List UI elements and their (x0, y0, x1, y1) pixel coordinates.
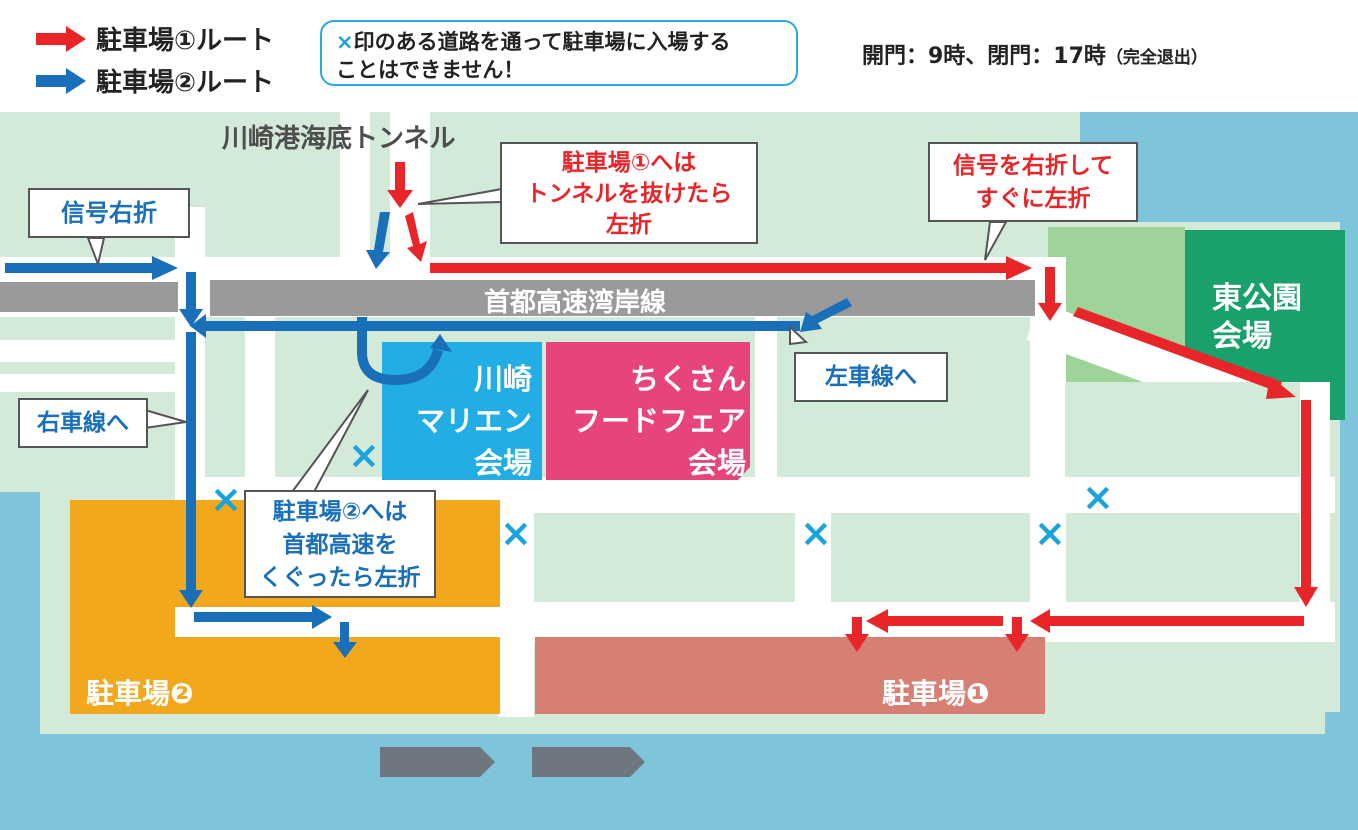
ship-2 (532, 747, 645, 777)
red-arrow-icon (36, 25, 86, 52)
parking2-label: 駐車場❷ (86, 677, 194, 710)
route2-path (5, 212, 852, 658)
ue-text-3b: 左折 (374, 565, 421, 591)
callout-right-lane: 右車線へ (18, 398, 148, 448)
notice-line2: ことはできません！ (336, 58, 525, 82)
callout-right-then-left: 信号を右折して すぐに左折 (928, 142, 1138, 222)
callout-pointers (86, 187, 1008, 493)
legend-route1: 駐車場①ルート (36, 20, 274, 57)
route1-path (387, 162, 1318, 652)
legend-area: 駐車場①ルート 駐車場②ルート ×印のある道路を通って駐車場に入場する ことはで… (0, 0, 1358, 112)
callout-under-expressway-line3: くぐったら左折 (246, 562, 434, 595)
route-map: 川崎港海底トンネル 首都高速湾岸線 信号右折 駐車場①へは トンネルを抜けたら … (0, 112, 1358, 830)
food-fair-line3: 会場 (687, 446, 746, 480)
expressway (210, 280, 1035, 316)
callout-tunnel-exit-line3: 左折 (606, 212, 652, 238)
food-fair-line1: ちくさん (629, 362, 746, 396)
marien-venue (382, 342, 542, 480)
food-fair-line2: フードフェア (571, 404, 746, 438)
tunnel-label: 川崎港海底トンネル (222, 124, 456, 154)
legend-route2-label: 駐車場②ルート (96, 68, 275, 98)
callout-left-lane: 左車線へ (794, 352, 948, 402)
hours-note: （完全退出） (1105, 48, 1208, 68)
marien-venue-label: 川崎 マリエン 会場 (392, 358, 532, 484)
rtl-text-2b: 左折 (1044, 186, 1091, 212)
callout-under-expressway: 駐車場②へは 首都高速を くぐったら左折 (244, 490, 436, 598)
marien-line3: 会場 (473, 446, 532, 480)
callout-right-lane-text: 右車線へ (37, 410, 129, 436)
no-entry-cross-icon: × (1034, 511, 1066, 555)
east-park-venue-label: 東公園 会場 (1212, 280, 1302, 356)
callout-tunnel-exit-line2: トンネルを抜けたら (525, 181, 733, 207)
ue-text-3a: くぐったら (259, 565, 375, 591)
callout-left-lane-text: 左車線へ (825, 364, 917, 390)
legend-route1-label: 駐車場①ルート (96, 26, 275, 56)
parking1-label: 駐車場❶ (882, 677, 990, 710)
callout-right-then-left-line1: 信号を右折して (930, 150, 1136, 183)
no-entry-cross-icon: × (1082, 475, 1114, 519)
callout-tunnel-exit: 駐車場①へは トンネルを抜けたら 左折 (500, 142, 758, 244)
rtl-text-1b: 右折 (1021, 153, 1068, 179)
expressway-west (0, 282, 178, 312)
opening-hours: 開門：9時、閉門：17時（完全退出） (862, 38, 1208, 70)
marien-line1: 川崎 (473, 362, 532, 396)
parking1-lot (535, 637, 1045, 714)
hours-main: 開門：9時、閉門：17時 (862, 44, 1106, 69)
no-entry-notice: ×印のある道路を通って駐車場に入場する ことはできません！ (320, 20, 798, 86)
callout-under-expressway-line1: 駐車場②へは (272, 499, 408, 525)
food-fair-venue (546, 342, 750, 480)
callout-tunnel-exit-line1: 駐車場①へは (561, 150, 697, 176)
cross-mark-icon: × (336, 30, 354, 54)
rtl-text-1a: 信号を (952, 153, 1022, 179)
food-fair-venue-label: ちくさん フードフェア 会場 (560, 358, 746, 484)
notice-line1: 印のある道路を通って駐車場に入場する (353, 30, 731, 54)
callout-signal-right: 信号右折 (28, 188, 190, 238)
no-entry-cross-icon: × (800, 511, 832, 555)
east-park-venue (1185, 230, 1345, 420)
marien-line2: マリエン (415, 404, 532, 438)
callout-under-expressway-line2: 首都高速を (282, 532, 398, 558)
no-entry-cross-icon: × (500, 511, 532, 555)
no-entry-cross-icon: × (210, 477, 242, 521)
east-park-line1: 東公園 (1212, 281, 1302, 316)
blue-arrow-icon (36, 67, 86, 94)
no-entry-cross-icon: × (348, 433, 380, 477)
east-park-line2: 会場 (1212, 319, 1272, 354)
rtl-text-1c: して (1067, 153, 1114, 179)
callout-signal-right-text: 信号右折 (61, 199, 157, 227)
legend-route2: 駐車場②ルート (36, 62, 274, 99)
rtl-text-2a: すぐに (975, 186, 1045, 212)
ship-1 (380, 747, 495, 777)
expressway-label: 首都高速湾岸線 (484, 288, 667, 318)
callout-right-then-left-line2: すぐに左折 (930, 183, 1136, 216)
